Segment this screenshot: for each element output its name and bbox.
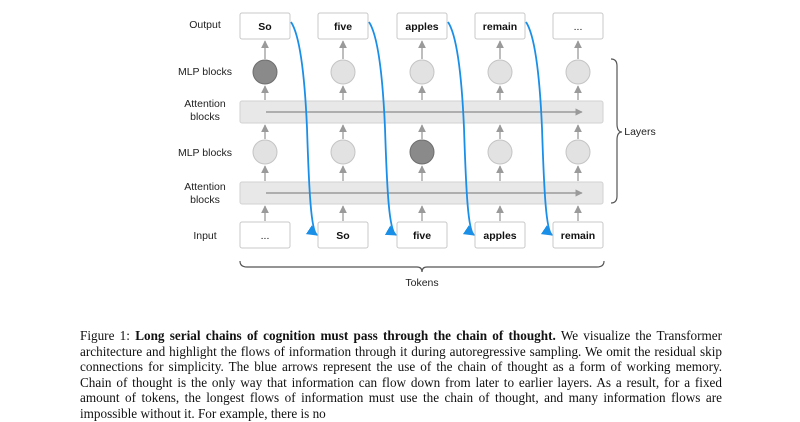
- output-token-3-text: remain: [483, 21, 517, 33]
- mlp-bottom-node-2: [409, 139, 435, 165]
- input-token-2-box: [396, 221, 448, 249]
- blue-flow-arrow-0: [290, 21, 318, 236]
- figure-caption: Figure 1: Long serial chains of cognitio…: [80, 328, 722, 422]
- figure-label: Figure 1:: [80, 328, 130, 343]
- mlp-top-node-1: [330, 59, 356, 85]
- row-label-attention-bottom-line1: Attention: [184, 181, 226, 193]
- row-label-attention-top-line1: Attention: [184, 98, 226, 110]
- input-token-2-text: five: [413, 230, 431, 242]
- output-token-3-box: [474, 12, 526, 40]
- output-token-1-text: five: [334, 21, 352, 33]
- mlp-top-node-0: [252, 59, 278, 85]
- input-token-3-box: [474, 221, 526, 249]
- mlp-bottom-node-0: [252, 139, 278, 165]
- mlp-top-node-4: [565, 59, 591, 85]
- output-token-4-text: ...: [574, 21, 583, 33]
- row-label-attention-top-line2: blocks: [190, 111, 220, 123]
- output-token-2-box: [396, 12, 448, 40]
- row-label-attention-bottom-line2: blocks: [190, 194, 220, 206]
- input-token-3-text: apples: [483, 230, 516, 242]
- output-token-0-box: [239, 12, 291, 40]
- output-token-2-text: apples: [405, 21, 438, 33]
- mlp-bottom-node-4: [565, 139, 591, 165]
- input-token-0-text: ...: [261, 230, 270, 242]
- row-label-mlp-top: MLP blocks: [178, 66, 232, 78]
- row-label-input: Input: [193, 230, 216, 242]
- row-label-output: Output: [189, 19, 221, 31]
- input-token-4-text: remain: [561, 230, 595, 242]
- row-label-mlp-bottom: MLP blocks: [178, 147, 232, 159]
- transformer-flow-diagram: Output MLP blocks Attention blocks MLP b…: [178, 12, 656, 289]
- blue-flow-arrow-2: [447, 21, 475, 236]
- input-token-1-text: So: [336, 230, 349, 242]
- input-token-1-box: [317, 221, 369, 249]
- input-token-0-box: [239, 221, 291, 249]
- input-token-4-box: [552, 221, 604, 249]
- mlp-top-node-2: [409, 59, 435, 85]
- blue-flow-arrow-3: [525, 21, 553, 236]
- layers-brace: [610, 58, 623, 204]
- blue-flow-arrow-1: [368, 21, 397, 236]
- mlp-bottom-node-3: [487, 139, 513, 165]
- layers-label: Layers: [624, 126, 656, 138]
- figure-caption-title: Long serial chains of cognition must pas…: [135, 328, 556, 343]
- figure-caption-body: We visualize the Transformer architectur…: [80, 328, 722, 421]
- token-columns: So...fiveSoapplesfiveremainapples...rema…: [239, 12, 604, 249]
- tokens-brace: [239, 260, 605, 273]
- tokens-label: Tokens: [405, 277, 438, 289]
- mlp-bottom-node-1: [330, 139, 356, 165]
- output-token-0-text: So: [258, 21, 271, 33]
- output-token-4-box: [552, 12, 604, 40]
- output-token-1-box: [317, 12, 369, 40]
- mlp-top-node-3: [487, 59, 513, 85]
